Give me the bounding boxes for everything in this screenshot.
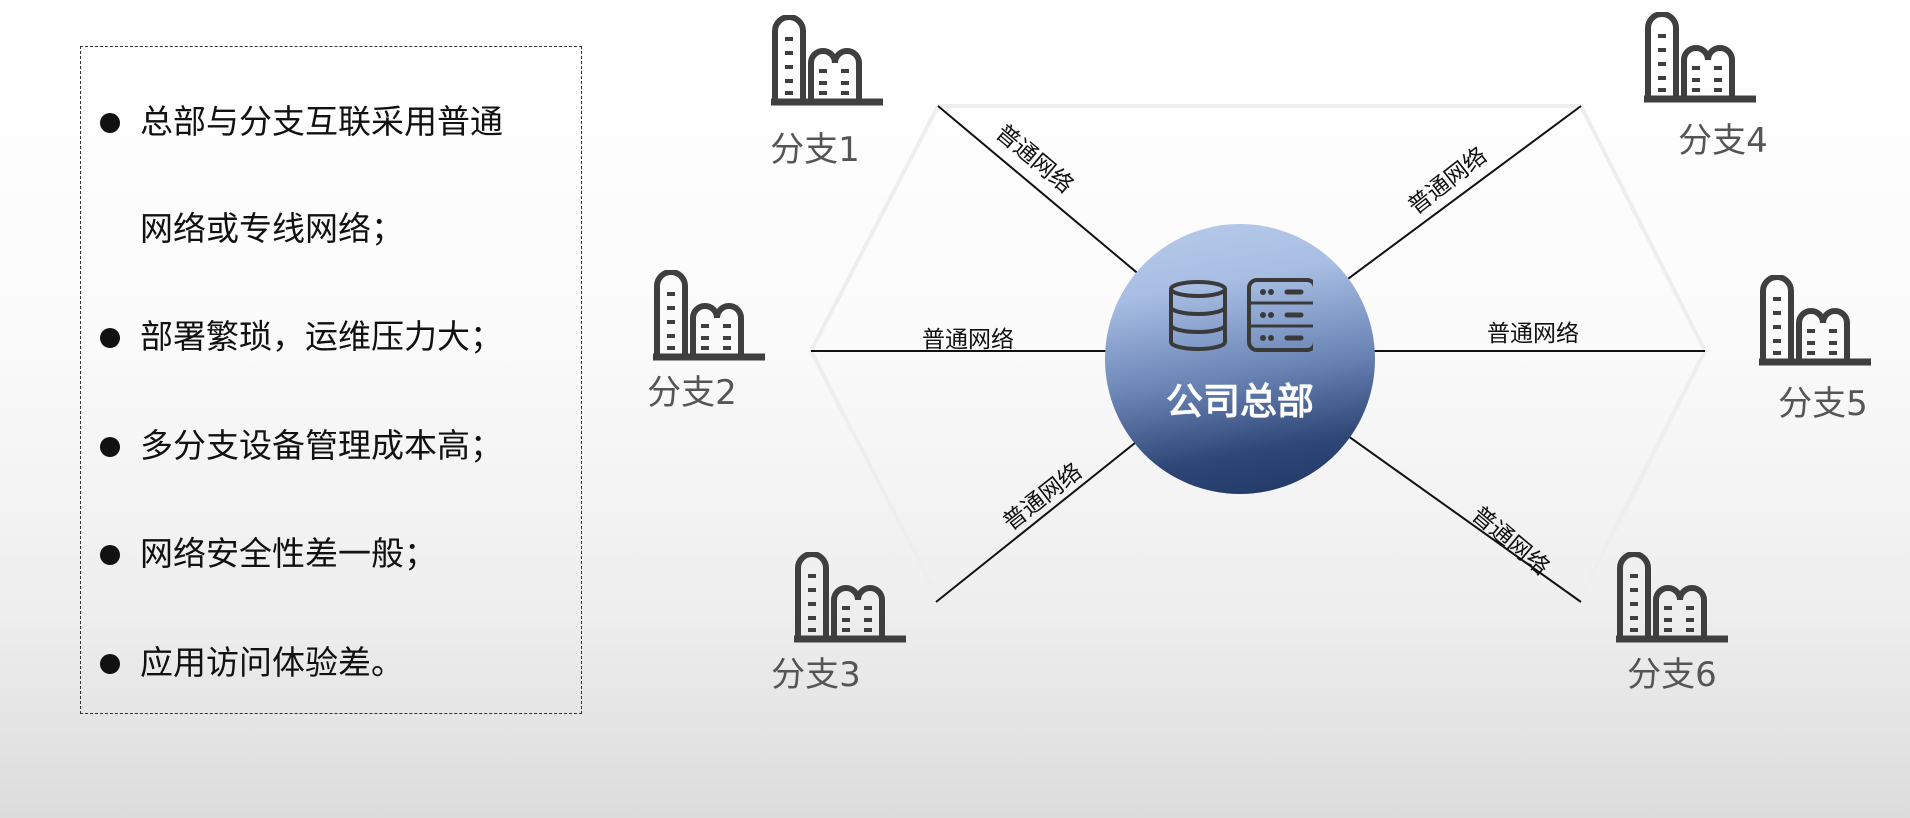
building-icon: [794, 552, 909, 644]
note-item: 多分支设备管理成本高；: [140, 426, 503, 465]
note-item: 部署繁琐，运维压力大；: [140, 317, 503, 356]
server-icon: [1247, 278, 1313, 352]
note-item: 总部与分支互联采用普通: [140, 102, 503, 141]
building-icon: [1644, 12, 1759, 104]
building-icon: [771, 15, 886, 107]
branch-3-label: 分支3: [771, 655, 861, 695]
note-item: 应用访问体验差。: [140, 643, 404, 682]
branch-1-label: 分支1: [770, 130, 860, 170]
branch-6-label: 分支6: [1627, 655, 1717, 695]
notes-box: [80, 46, 582, 714]
building-icon: [653, 270, 768, 362]
building-icon: [1759, 275, 1874, 367]
database-icon: [1169, 280, 1227, 351]
bullet-icon: [100, 545, 120, 565]
bullet-icon: [100, 437, 120, 457]
hq-icons: [1169, 278, 1313, 352]
hq-title: 公司总部: [1166, 380, 1314, 423]
headquarters-node: 公司总部: [1105, 224, 1375, 494]
branch-2-label: 分支2: [647, 373, 737, 413]
branch-5-label: 分支5: [1778, 384, 1868, 424]
bullet-icon: [100, 328, 120, 348]
bullet-icon: [100, 113, 120, 133]
building-icon: [1616, 552, 1731, 644]
note-item: 网络安全性差一般；: [140, 534, 437, 573]
note-item: 网络或专线网络；: [140, 209, 404, 248]
bullet-icon: [100, 654, 120, 674]
link-label-5: 普通网络: [1487, 321, 1579, 347]
branch-4-label: 分支4: [1678, 121, 1768, 161]
link-label-2: 普通网络: [922, 327, 1014, 353]
